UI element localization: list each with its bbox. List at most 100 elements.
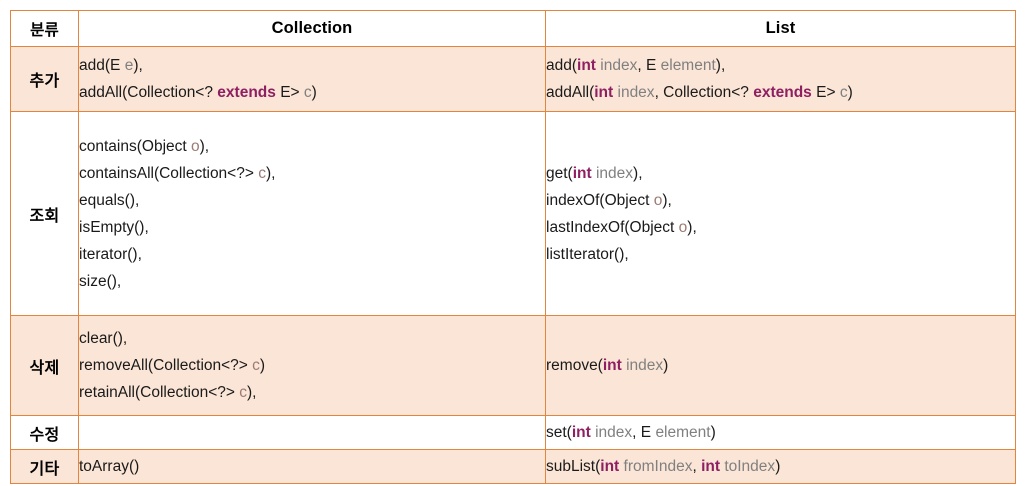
code-token: E (640, 423, 652, 441)
code-token: c (839, 84, 848, 101)
code-token: subList( (546, 457, 601, 475)
collection-methods-cell: add(E e),addAll(Collection<? extends E> … (78, 46, 546, 112)
keyword-token: extends (753, 84, 812, 101)
code-line: lastIndexOf(Object o), (546, 214, 1015, 241)
keyword-token: extends (217, 84, 276, 101)
code-token: ) (259, 357, 266, 374)
code-token: , (632, 423, 641, 441)
code-token: > (290, 84, 304, 101)
code-token: set( (546, 423, 572, 441)
code-token: ) (775, 457, 781, 475)
code-token: addAll( (546, 84, 595, 101)
code-token: toArray() (79, 457, 140, 475)
code-token: index (626, 357, 664, 374)
code-line: contains(Object o), (79, 133, 545, 160)
code-line: iterator(), (79, 241, 545, 268)
code-token: add( (546, 57, 578, 74)
code-token: retainAll(Collection<?> (79, 384, 240, 401)
collection-methods-cell: contains(Object o),containsAll(Collectio… (78, 111, 546, 316)
code-token: ) (847, 84, 853, 101)
code-token: ), (715, 57, 726, 74)
code-line: removeAll(Collection<?> c) (79, 352, 545, 379)
code-token: remove( (546, 357, 603, 374)
code-token: ), (687, 218, 697, 236)
keyword-token: int (571, 423, 591, 441)
list-methods-cell: remove(int index) (545, 315, 1016, 416)
code-token: get( (546, 164, 573, 182)
code-line: toArray() (79, 456, 545, 478)
code-token: element (655, 423, 711, 441)
code-token: , (692, 457, 702, 475)
code-token: ) (311, 84, 317, 101)
code-token: indexOf(Object (546, 191, 654, 209)
row-category-1: 추가 (10, 46, 79, 112)
keyword-token: int (602, 357, 622, 374)
keyword-token: int (600, 457, 620, 475)
code-token: E (280, 84, 291, 101)
code-token: , Collection<? (654, 84, 754, 101)
collection-methods-cell: clear(),removeAll(Collection<?> c)retain… (78, 315, 546, 416)
keyword-token: int (594, 84, 614, 101)
row-category-5: 기타 (10, 449, 79, 484)
code-token: containsAll(Collection<?> (79, 164, 259, 182)
header-list: List (545, 10, 1016, 47)
code-token: e (124, 57, 134, 74)
code-token: listIterator(), (546, 245, 629, 263)
code-token: toIndex (724, 457, 776, 475)
code-token: ), (265, 164, 276, 182)
row-category-3: 삭제 (10, 315, 79, 416)
code-line: size(), (79, 268, 545, 295)
code-token: ), (247, 384, 257, 401)
code-line: addAll(int index, Collection<? extends E… (546, 79, 1015, 106)
code-token: , (637, 57, 646, 74)
code-token: addAll(Collection<? (79, 84, 218, 101)
code-token: ) (710, 423, 716, 441)
code-token: c (252, 357, 260, 374)
code-line: retainAll(Collection<?> c), (79, 379, 545, 406)
code-line: addAll(Collection<? extends E> c) (79, 79, 545, 106)
header-category: 분류 (10, 10, 79, 47)
code-line: listIterator(), (546, 241, 1015, 268)
code-token: ), (133, 57, 143, 74)
keyword-token: int (701, 457, 721, 475)
keyword-token: int (572, 164, 592, 182)
code-token: index (617, 84, 655, 101)
code-token: E (110, 57, 121, 74)
code-line: clear(), (79, 325, 545, 352)
code-token: element (660, 57, 716, 74)
code-line: isEmpty(), (79, 214, 545, 241)
code-token: E (645, 57, 657, 74)
code-line: equals(), (79, 187, 545, 214)
code-line: indexOf(Object o), (546, 187, 1015, 214)
code-token: contains(Object (79, 137, 191, 155)
code-token: equals(), (79, 191, 140, 209)
code-token: add( (79, 57, 111, 74)
code-token: fromIndex (623, 457, 693, 475)
code-token: c (239, 384, 248, 401)
code-token: index (600, 57, 638, 74)
collection-methods-cell: toArray() (78, 449, 546, 484)
code-token: c (303, 84, 312, 101)
code-line: add(E e), (79, 52, 545, 79)
code-token: iterator(), (79, 245, 142, 263)
code-line: add(int index, E element), (546, 52, 1015, 79)
code-token: index (595, 423, 633, 441)
code-token: o (653, 191, 663, 209)
collection-methods-cell (78, 415, 546, 450)
code-line: subList(int fromIndex, int toIndex) (546, 456, 1015, 478)
code-line: containsAll(Collection<?> c), (79, 160, 545, 187)
code-line: get(int index), (546, 160, 1015, 187)
code-token: isEmpty(), (79, 218, 149, 236)
table-header-row: 분류 Collection List (10, 10, 1016, 47)
code-token: ) (663, 357, 669, 374)
code-token: size(), (79, 272, 122, 290)
code-line: remove(int index) (546, 352, 1015, 379)
